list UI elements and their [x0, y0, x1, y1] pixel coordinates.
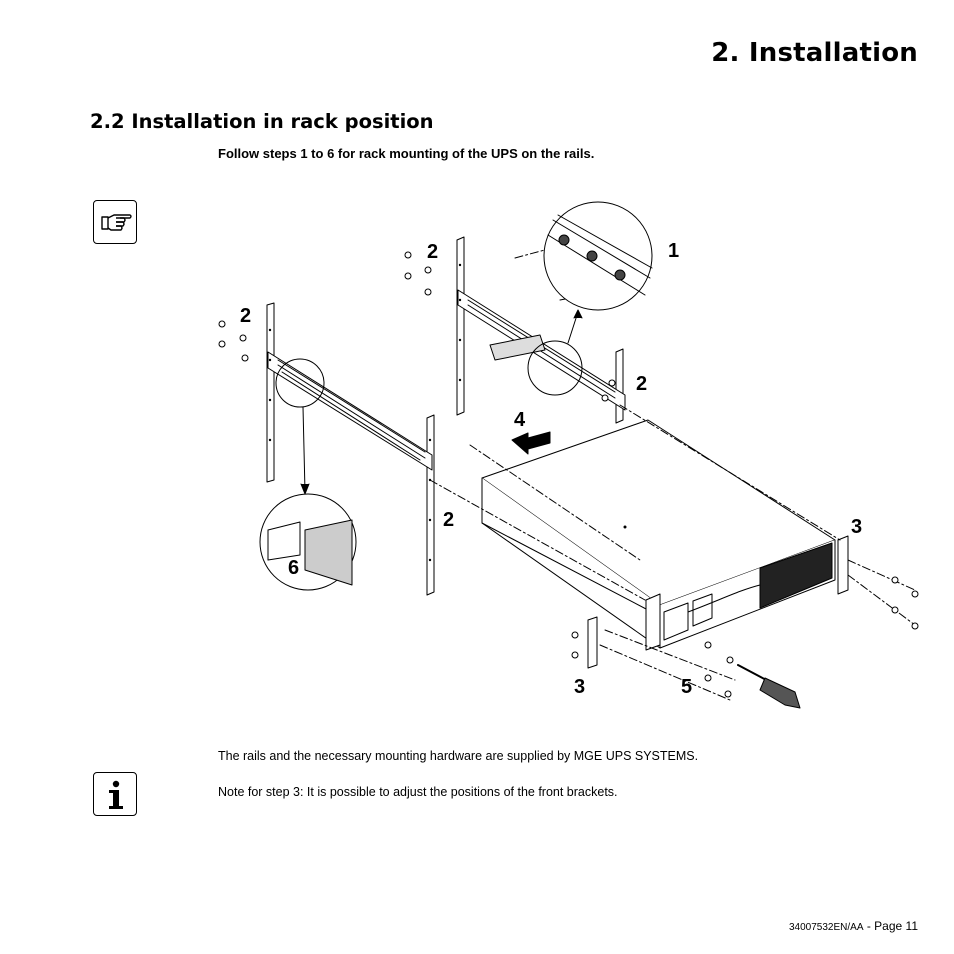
section-title: 2.2 Installation in rack position — [90, 110, 434, 133]
step3-note: Note for step 3: It is possible to adjus… — [218, 785, 618, 799]
step-label-3: 3 — [851, 516, 862, 538]
rack-mounting-diagram: 1 2 2 2 2 3 3 4 5 6 — [218, 201, 919, 709]
step-label-4: 4 — [514, 409, 526, 431]
step-label-2: 2 — [427, 241, 438, 263]
step-label-5: 5 — [681, 676, 692, 698]
step-label-2: 2 — [240, 305, 251, 327]
hardware-note: The rails and the necessary mounting har… — [218, 749, 699, 763]
step-label-2: 2 — [443, 509, 454, 531]
step-label-3: 3 — [574, 676, 585, 698]
page-number: - Page 11 — [863, 919, 918, 933]
info-icon — [93, 772, 137, 816]
step-label-1: 1 — [668, 240, 679, 262]
step-label-6: 6 — [288, 557, 299, 579]
document-reference: 34007532EN/AA — [789, 922, 864, 933]
intro-text: Follow steps 1 to 6 for rack mounting of… — [218, 146, 595, 161]
step-label-2: 2 — [636, 373, 647, 395]
page-footer: 34007532EN/AA - Page 11 — [789, 919, 918, 933]
chapter-title: 2. Installation — [711, 38, 918, 68]
pointing-hand-icon — [93, 200, 137, 244]
